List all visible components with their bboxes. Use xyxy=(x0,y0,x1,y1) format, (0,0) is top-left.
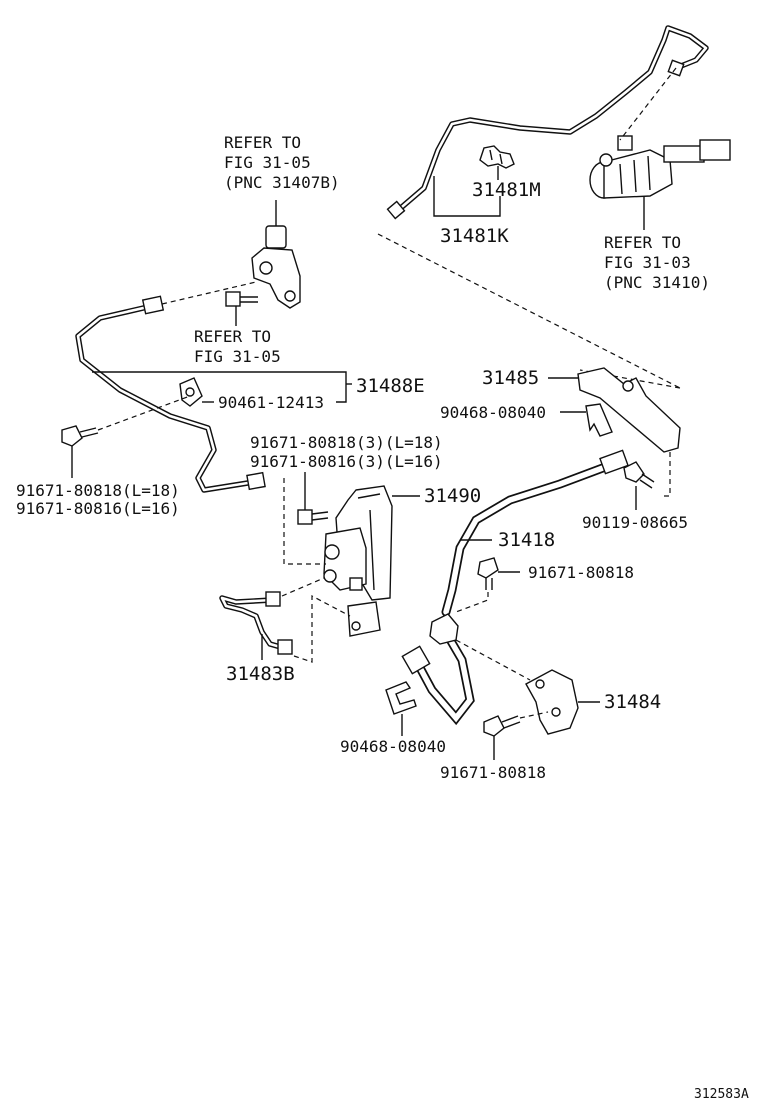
bolt-upper-fitting[interactable] xyxy=(225,291,258,307)
pipe-31488E[interactable] xyxy=(75,295,266,493)
bolt-91671-left[interactable] xyxy=(61,425,99,447)
label-31481M: 31481M xyxy=(472,179,541,201)
refer-right-line1: REFER TO xyxy=(604,233,681,252)
label-90468-08040-top: 90468-08040 xyxy=(440,403,546,422)
bracket-lower-31490[interactable] xyxy=(347,601,381,637)
clip-31481M[interactable] xyxy=(479,145,515,169)
label-91671-80816-l16: 91671-80816(L=16) xyxy=(16,499,180,518)
master-cylinder[interactable] xyxy=(589,135,731,199)
label-91671-80818-bottom: 91671-80818 xyxy=(440,763,546,782)
bolt-91671-center[interactable] xyxy=(297,509,329,525)
refer-top-line3: (PNC 31407B) xyxy=(224,173,340,192)
bracket-31485[interactable] xyxy=(577,367,681,453)
clip-90468-bottom[interactable] xyxy=(385,681,417,715)
refer-right-line2: FIG 31-03 xyxy=(604,253,691,272)
bolt-90119-08665[interactable] xyxy=(623,461,655,489)
label-91671-80818-hose: 91671-80818 xyxy=(528,563,634,582)
label-31485: 31485 xyxy=(482,367,539,389)
label-90461-12413: 90461-12413 xyxy=(218,393,324,412)
valve-body[interactable] xyxy=(323,527,367,591)
refer-right-line3: (PNC 31410) xyxy=(604,273,710,292)
label-31483B: 31483B xyxy=(226,663,295,685)
label-91671-80816-3-l16: 91671-80816(3)(L=16) xyxy=(250,452,443,471)
clamp-90461-12413[interactable] xyxy=(179,377,203,407)
pipe-31483B[interactable] xyxy=(219,591,293,655)
bolt-91671-bottom[interactable] xyxy=(483,715,521,737)
bracket-31484[interactable] xyxy=(525,669,579,735)
hose-31418[interactable] xyxy=(401,449,629,726)
label-31484: 31484 xyxy=(604,691,661,713)
label-90119-08665: 90119-08665 xyxy=(582,513,688,532)
refer-top-line1: REFER TO xyxy=(224,133,301,152)
refer-mid-line1: REFER TO xyxy=(194,327,271,346)
union-fitting-upper[interactable] xyxy=(251,225,301,309)
refer-top-line2: FIG 31-05 xyxy=(224,153,311,172)
label-91671-80818-l18: 91671-80818(L=18) xyxy=(16,481,180,500)
refer-mid-line2: FIG 31-05 xyxy=(194,347,281,366)
label-91671-80818-3-l18: 91671-80818(3)(L=18) xyxy=(250,433,443,452)
label-31481K: 31481K xyxy=(440,225,509,247)
label-90468-08040-bottom: 90468-08040 xyxy=(340,737,446,756)
bolt-91671-hose[interactable] xyxy=(477,557,499,590)
clip-90468-top[interactable] xyxy=(585,403,613,437)
label-31488E: 31488E xyxy=(356,375,425,397)
label-31490: 31490 xyxy=(424,485,481,507)
figure-id: 312583A xyxy=(694,1087,749,1102)
label-31418: 31418 xyxy=(498,529,555,551)
